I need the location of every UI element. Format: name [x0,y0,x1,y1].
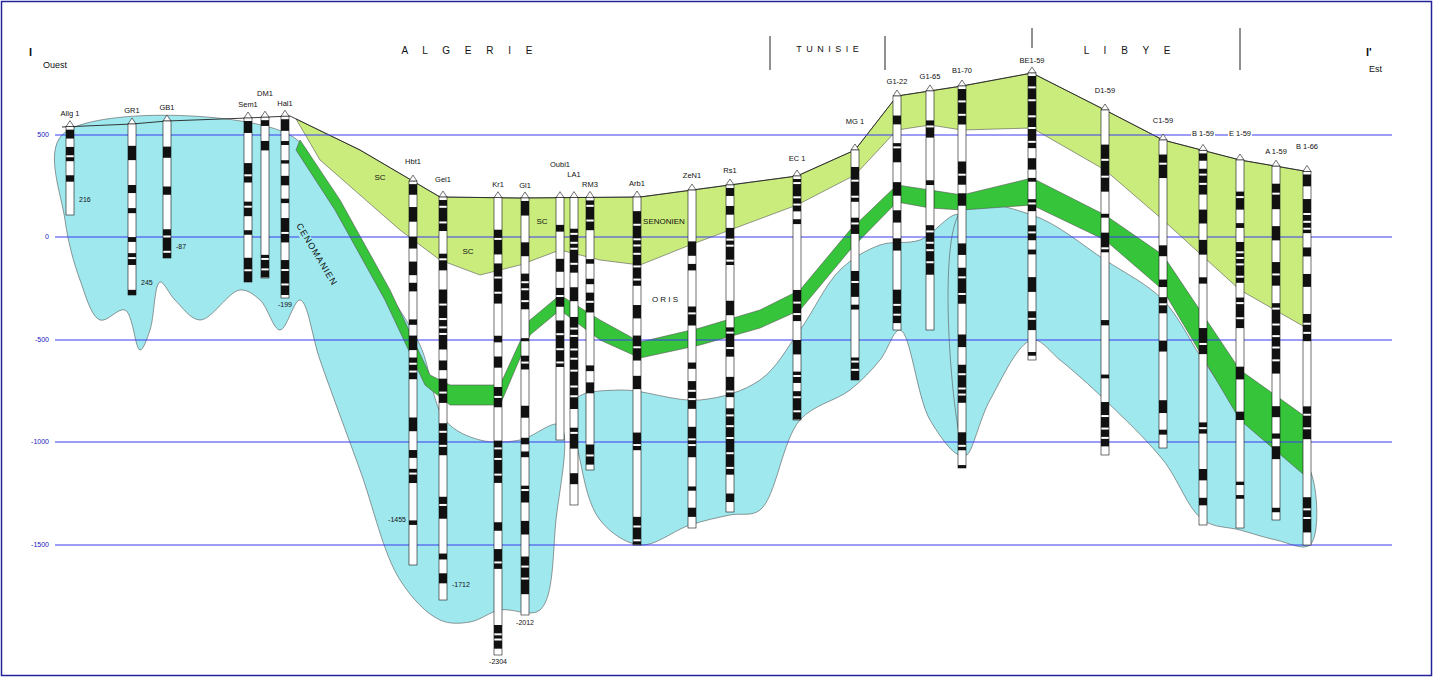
well-name: G1-65 [919,73,942,81]
well-name: B1-70 [951,67,973,75]
elevation-line [55,545,1392,546]
well-name: Hbt1 [404,158,422,166]
depth-value: -2304 [488,658,508,666]
direction-label: Est [1368,65,1383,75]
well-name: Rs1 [722,167,737,175]
well-log [688,184,696,528]
well-name: Hal1 [276,100,293,108]
border-marker [1032,28,1033,48]
well-name: RM3 [581,181,599,189]
formation-name: SC [461,248,474,257]
well-log [793,170,801,420]
well-log [261,111,269,278]
border-marker [770,36,771,70]
depth-value: -1455 [387,516,407,524]
depth-value: 245 [140,279,154,287]
country-name: T U N I S I E [795,45,860,55]
depth-value: -199 [277,301,293,309]
well-log [958,80,966,468]
formation-name: O R I S [651,296,679,305]
well-name: G1-22 [886,78,909,86]
direction-label: Ouest [42,61,68,71]
well-log [244,112,252,282]
border-marker [1240,28,1241,70]
well-log [633,191,641,545]
well-name: Gl1 [518,182,532,190]
elevation-value: -500 [34,336,50,344]
elevation-value: 500 [36,131,50,139]
well-name: B 1-66 [1295,143,1319,151]
well-log [163,115,171,258]
well-name: Sem1 [237,101,259,109]
depth-value: -1712 [451,581,471,589]
well-name: Arb1 [628,180,646,188]
elevation-line [55,340,1392,341]
well-log [521,192,529,615]
well-log [1028,67,1036,360]
country-name: L I B Y E [1083,45,1178,56]
well-name: Kr1 [491,181,505,189]
well-name: LA1 [566,171,581,179]
depth-value: -87 [175,243,187,251]
well-log [66,121,74,215]
well-log [893,90,901,330]
well-log [1159,134,1167,448]
formation-name: SC [535,218,548,227]
border-marker [885,36,886,70]
well-name: C1-59 [1152,117,1174,125]
well-name: MG 1 [845,118,865,126]
depth-value: -2012 [515,619,535,627]
depth-value: 216 [78,196,92,204]
well-name: Gel1 [434,176,452,184]
well-log [926,85,934,330]
well-log [281,110,289,298]
formation-name: SC [373,174,386,183]
well-name: GR1 [123,107,140,115]
section-end: I [28,46,33,58]
well-log [1101,104,1109,455]
well-name: ZeN1 [682,172,702,180]
elevation-value: -1000 [30,438,50,446]
well-name: B 1-59 [1191,130,1215,138]
well-log [128,118,136,295]
well-name: A 1-59 [1264,148,1288,156]
well-log [726,179,734,512]
well-log [1236,154,1244,528]
well-log [570,192,578,505]
cenomanian-layer [296,140,1310,480]
well-log [556,192,564,440]
elevation-line [55,237,1392,238]
well-log [851,144,859,380]
formation-name: SENONIEN [642,218,686,227]
well-name: Allg 1 [60,110,81,118]
well-name: EC 1 [788,155,807,163]
well-log [494,192,502,655]
section-end: I' [1365,46,1373,58]
country-name: A L G E R I E [400,45,539,56]
well-log [1272,160,1280,520]
well-log [1199,144,1207,525]
well-name: DM1 [256,90,274,98]
well-name: Oubi1 [549,161,571,169]
aquifer-body [54,115,564,623]
well-log [1303,165,1311,545]
well-name: GB1 [158,104,175,112]
well-name: D1-59 [1094,87,1116,95]
well-log [409,175,417,565]
well-log [586,191,594,470]
elevation-value: 0 [44,233,50,241]
well-log [439,191,447,600]
well-name: BE1-59 [1018,57,1045,65]
elevation-line [55,442,1392,443]
elevation-value: -1500 [30,541,50,549]
well-name: E 1-59 [1228,130,1252,138]
